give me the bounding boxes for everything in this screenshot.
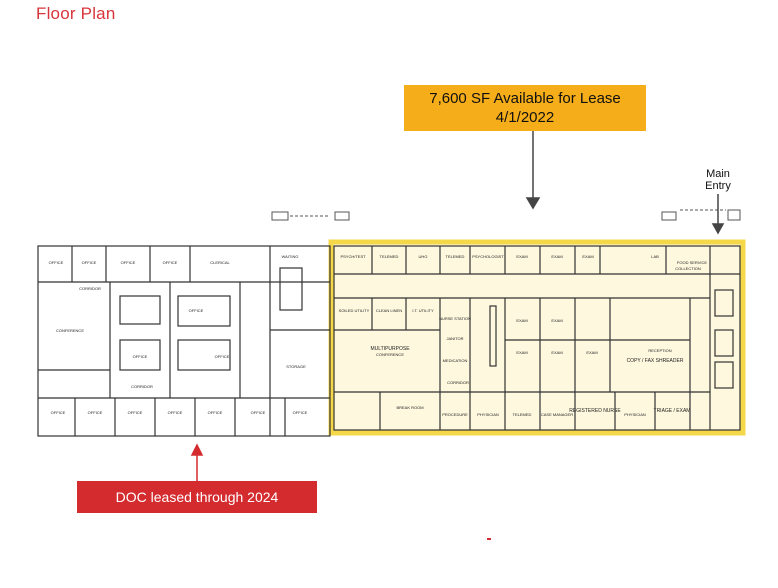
- room-exam-5: EXAM: [551, 318, 562, 323]
- room-it-utility: I.T. UTILITY: [412, 308, 434, 313]
- room-conference-left: CONFERENCE: [56, 328, 84, 333]
- room-corridor-right: CORRIDOR: [447, 380, 469, 385]
- room-office-14: OFFICE: [293, 410, 308, 415]
- room-office-3: OFFICE: [121, 260, 136, 265]
- room-nurse-station: NURSE STATION: [439, 316, 471, 321]
- room-lab: LAB: [651, 254, 659, 259]
- page-title: Floor Plan: [36, 4, 116, 23]
- lease-callout-line2: 4/1/2022: [495, 109, 555, 126]
- room-food-service: FOOD SERVICE: [677, 260, 707, 265]
- entry-arrow: [711, 194, 725, 235]
- room-telemed-2: TELEMED: [446, 254, 465, 259]
- room-break-room: BREAK ROOM: [396, 405, 423, 410]
- room-office-1: OFFICE: [49, 260, 64, 265]
- room-case-manager: CASE MANAGER: [541, 412, 573, 417]
- room-conference-right: CONFERENCE: [376, 352, 404, 357]
- room-exam-2: EXAM: [551, 254, 562, 259]
- room-office-5: OFFICE: [133, 354, 148, 359]
- room-office-2: OFFICE: [82, 260, 97, 265]
- room-janitor: JANITOR: [446, 336, 463, 341]
- room-soiled-utility: SOILED UTILITY: [339, 308, 370, 313]
- main-entry-line2: Entry: [705, 180, 731, 192]
- room-waiting: WAITING: [282, 254, 299, 259]
- room-clerical: CLERICAL: [210, 260, 230, 265]
- room-clean-linen: CLEAN LINEN: [376, 308, 402, 313]
- room-psychologist: PSYCHOLOGIST: [472, 254, 504, 259]
- room-reception: RECEPTION: [648, 348, 671, 353]
- room-telemed-3: TELEMED: [513, 412, 532, 417]
- room-collection: COLLECTION: [675, 266, 701, 271]
- lease-arrow: [525, 131, 541, 210]
- room-medication: MEDICATION: [443, 358, 468, 363]
- lease-callout-line1: 7,600 SF Available for Lease: [429, 90, 621, 107]
- room-storage: STORAGE: [286, 364, 306, 369]
- room-exam-6: EXAM: [516, 350, 527, 355]
- room-corridor-2: CORRIDOR: [131, 384, 153, 389]
- room-exam-4: EXAM: [516, 318, 527, 323]
- room-exam-8: EXAM: [586, 350, 597, 355]
- room-procedure: PROCEDURE: [442, 412, 468, 417]
- main-entry-line1: Main: [706, 168, 730, 180]
- room-uhg: UHG: [419, 254, 428, 259]
- room-exam-7: EXAM: [551, 350, 562, 355]
- doc-lease-banner: DOC leased through 2024: [77, 481, 317, 513]
- exterior-marks: [271, 209, 741, 221]
- right-wing-walls: [333, 245, 741, 431]
- room-corridor-left: CORRIDOR: [79, 286, 101, 291]
- room-exam-3: EXAM: [582, 254, 593, 259]
- doc-arrow: [190, 443, 204, 481]
- room-office-12: OFFICE: [208, 410, 223, 415]
- main-entry-label: Main Entry: [698, 168, 738, 192]
- footer-mark: [487, 538, 491, 540]
- room-office-4: OFFICE: [163, 260, 178, 265]
- room-office-13: OFFICE: [251, 410, 266, 415]
- room-physician-2: PHYSICIAN: [624, 412, 646, 417]
- room-exam-1: EXAM: [516, 254, 527, 259]
- room-office-7: OFFICE: [215, 354, 230, 359]
- room-physician-1: PHYSICIAN: [477, 412, 499, 417]
- room-triage-exam: TRIAGE / EXAM: [654, 408, 691, 414]
- room-multipurpose: MULTIPURPOSE: [370, 346, 410, 352]
- room-office-8: OFFICE: [51, 410, 66, 415]
- left-wing-walls: [37, 245, 331, 437]
- lease-callout: 7,600 SF Available for Lease 4/1/2022: [404, 85, 646, 131]
- room-office-11: OFFICE: [168, 410, 183, 415]
- room-telemed-1: TELEMED: [380, 254, 399, 259]
- room-office-9: OFFICE: [88, 410, 103, 415]
- room-office-6: OFFICE: [189, 308, 204, 313]
- room-office-10: OFFICE: [128, 410, 143, 415]
- room-copy-fax-shredder: COPY / FAX SHREADER: [627, 358, 684, 364]
- room-registered-nurse: REGISTERED NURSE: [569, 408, 621, 414]
- room-psych-test: PSYCH/TEST: [340, 254, 366, 259]
